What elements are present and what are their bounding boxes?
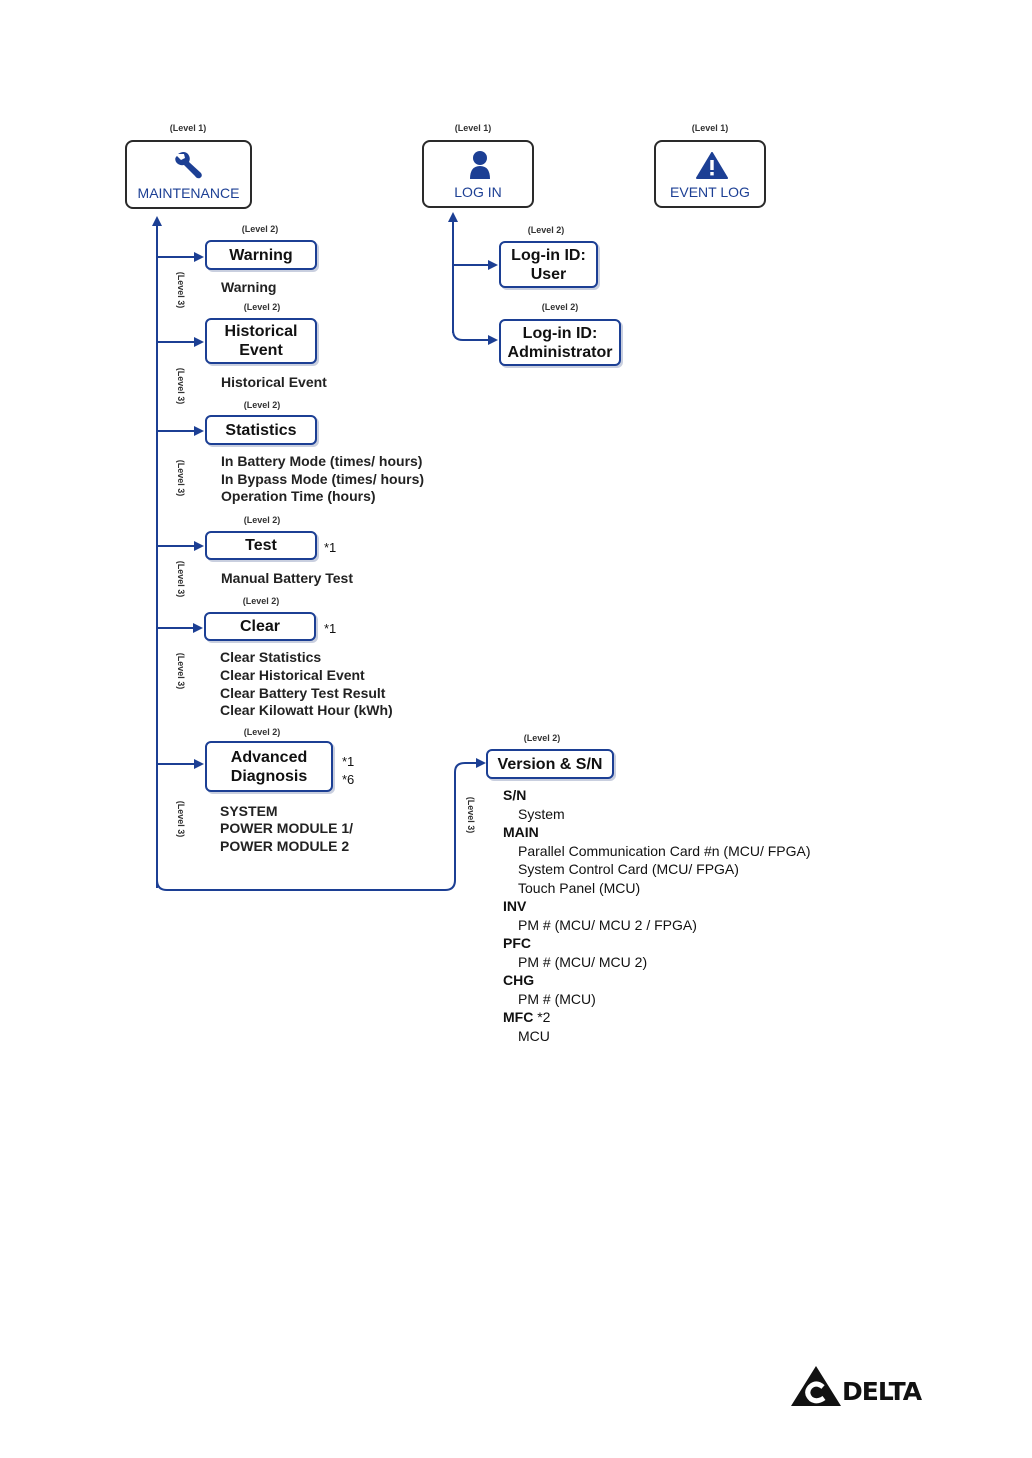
login-user-node[interactable]: Log-in ID: User: [499, 241, 598, 288]
maintenance-label: MAINTENANCE: [137, 185, 240, 201]
pfc-item: PM # (MCU/ MCU 2): [518, 953, 648, 970]
version-details: S/N System MAIN Parallel Communication C…: [503, 786, 811, 1045]
clear-item-1: Clear Statistics: [220, 649, 322, 665]
login-button[interactable]: LOG IN: [422, 140, 534, 208]
historical-node-line2: Event: [239, 342, 283, 359]
admin-node-line1: Log-in ID:: [522, 324, 598, 342]
admin-level2-label: (Level 2): [541, 302, 579, 312]
user-node-line1: Log-in ID:: [511, 246, 586, 264]
statistics-level3-label: (Level 3): [176, 459, 186, 497]
historical-node-line1: Historical: [224, 323, 298, 340]
mfc-note: *2: [537, 1009, 551, 1025]
arrow-to-admin: [452, 329, 498, 345]
statistics-item-3: Operation Time (hours): [221, 488, 376, 504]
clear-node-label: Clear: [239, 618, 281, 635]
sn-heading: S/N: [503, 787, 527, 803]
historical-event-node[interactable]: Historical Event: [205, 318, 317, 364]
eventlog-label: EVENT LOG: [670, 184, 750, 200]
historical-level2-label: (Level 2): [243, 302, 281, 312]
clear-node[interactable]: Clear: [204, 612, 316, 641]
chg-heading: CHG: [503, 972, 535, 988]
test-level3-label: (Level 3): [176, 560, 186, 598]
chg-item: PM # (MCU): [518, 990, 596, 1007]
advanced-level3-label: (Level 3): [176, 800, 186, 838]
warning-level2-label: (Level 2): [241, 224, 279, 234]
version-level3-label: (Level 3): [466, 796, 476, 834]
inv-item: PM # (MCU/ MCU 2 / FPGA): [518, 916, 697, 933]
advanced-note-1: *1: [342, 754, 355, 769]
eventlog-level1-label: (Level 1): [691, 123, 729, 133]
historical-level3-label: (Level 3): [176, 367, 186, 405]
statistics-node[interactable]: Statistics: [205, 415, 317, 445]
mfc-row: MFC *2: [503, 1008, 811, 1027]
test-node-label: Test: [245, 537, 277, 554]
advanced-diagnosis-node[interactable]: Advanced Diagnosis: [205, 741, 333, 792]
advanced-note-2: *6: [342, 772, 355, 787]
login-level1-label: (Level 1): [454, 123, 492, 133]
pfc-heading: PFC: [503, 935, 531, 951]
user-level2-label: (Level 2): [527, 225, 565, 235]
advanced-node-line1: Advanced: [230, 748, 308, 766]
delta-wordmark: DELTA: [842, 1377, 922, 1406]
test-note: *1: [324, 540, 337, 555]
user-icon: [470, 151, 490, 179]
test-item: Manual Battery Test: [221, 570, 353, 586]
main-item-1: Parallel Communication Card #n (MCU/ FPG…: [518, 842, 811, 859]
warning-node[interactable]: Warning: [205, 240, 317, 270]
advanced-item-1: SYSTEM: [220, 803, 278, 819]
admin-node-line2: Administrator: [507, 343, 613, 361]
statistics-item-1: In Battery Mode (times/ hours): [221, 453, 423, 469]
clear-item-4: Clear Kilowatt Hour (kWh): [220, 702, 393, 718]
version-level2-label: (Level 2): [523, 733, 561, 743]
test-node[interactable]: Test: [205, 531, 317, 560]
advanced-level2-label: (Level 2): [243, 727, 281, 737]
wrench-icon: [175, 152, 202, 179]
statistics-item-2: In Bypass Mode (times/ hours): [221, 471, 425, 487]
advanced-item-3: POWER MODULE 2: [220, 838, 350, 854]
maintenance-level1-label: (Level 1): [169, 123, 207, 133]
main-item-2: System Control Card (MCU/ FPGA): [518, 861, 739, 877]
maintenance-button[interactable]: MAINTENANCE: [125, 140, 252, 209]
advanced-node-line2: Diagnosis: [230, 767, 308, 785]
main-item-3: Touch Panel (MCU): [518, 879, 641, 896]
test-level2-label: (Level 2): [243, 515, 281, 525]
version-node-label: Version & S/N: [497, 755, 603, 773]
clear-level3-label: (Level 3): [176, 652, 186, 690]
warning-node-label: Warning: [229, 246, 293, 264]
login-label: LOG IN: [454, 184, 502, 200]
historical-item: Historical Event: [221, 374, 327, 390]
delta-triangle-icon: [791, 1366, 841, 1406]
delta-logo: DELTA: [790, 1365, 922, 1409]
advanced-item-2: POWER MODULE 1/: [220, 820, 354, 836]
clear-item-2: Clear Historical Event: [220, 667, 365, 683]
warning-triangle-icon: [696, 152, 728, 179]
login-admin-node[interactable]: Log-in ID: Administrator: [499, 319, 621, 366]
inv-heading: INV: [503, 898, 527, 914]
user-node-line2: User: [530, 265, 567, 283]
warning-item: Warning: [221, 279, 277, 295]
warning-level3-label: (Level 3): [176, 271, 186, 309]
mfc-item: MCU: [518, 1027, 550, 1044]
clear-level2-label: (Level 2): [242, 596, 280, 606]
version-sn-node[interactable]: Version & S/N: [486, 749, 614, 779]
clear-item-3: Clear Battery Test Result: [220, 685, 386, 701]
clear-note: *1: [324, 621, 337, 636]
arrow-to-version: [156, 758, 486, 891]
sn-system: System: [518, 805, 565, 822]
eventlog-button[interactable]: EVENT LOG: [654, 140, 766, 208]
statistics-node-label: Statistics: [225, 421, 297, 439]
statistics-level2-label: (Level 2): [243, 400, 281, 410]
main-heading: MAIN: [503, 824, 539, 840]
mfc-heading: MFC: [503, 1009, 534, 1025]
